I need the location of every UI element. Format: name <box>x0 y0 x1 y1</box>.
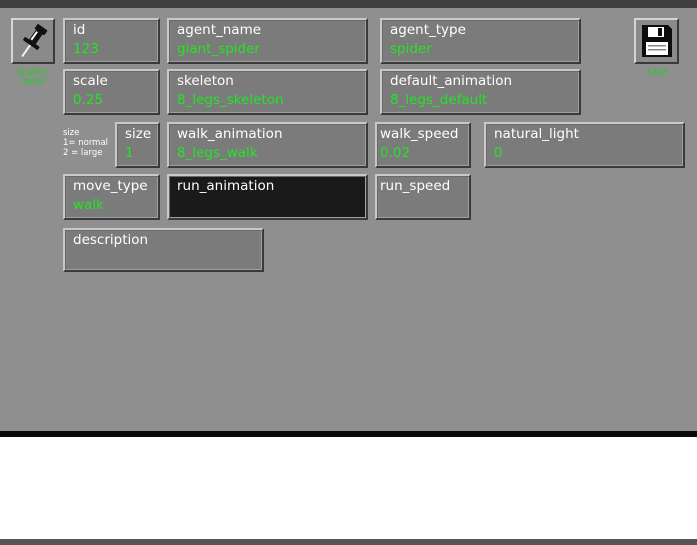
natural-light-field[interactable]: natural_light 0 <box>484 122 685 168</box>
id-field[interactable]: id 123 <box>63 18 160 64</box>
walk-speed-field[interactable]: walk_speed 0.02 <box>375 122 471 168</box>
run-speed-field[interactable]: run_speed <box>375 174 471 220</box>
move-type-label: move_type <box>73 178 148 194</box>
size-hint-line3: 2 = large <box>63 148 103 158</box>
id-value: 123 <box>73 41 99 57</box>
description-field[interactable]: description <box>63 228 264 272</box>
default-animation-field[interactable]: default_animation 8_legs_default <box>380 69 581 115</box>
scale-label: scale <box>73 73 108 89</box>
walk-animation-field[interactable]: walk_animation 8_legs_walk <box>167 122 368 168</box>
description-label: description <box>73 232 149 248</box>
default-animation-value: 8_legs_default <box>390 92 488 108</box>
floppy-disk-icon <box>642 25 672 57</box>
skeleton-label: skeleton <box>177 73 234 89</box>
size-hint-line2: 1= normal <box>63 138 109 148</box>
panel-bottom-border <box>0 431 697 437</box>
pushpin-icon <box>21 24 48 58</box>
scale-value: 0.25 <box>73 92 104 108</box>
walk-animation-value: 8_legs_walk <box>177 145 258 161</box>
skeleton-field[interactable]: skeleton 8_legs_skeleton <box>167 69 368 115</box>
search-caption-line1: SEARCH <box>16 68 50 77</box>
save-button[interactable] <box>634 18 679 64</box>
search-button[interactable] <box>11 18 55 64</box>
save-caption: SAVE <box>647 68 668 77</box>
default-animation-label: default_animation <box>390 73 513 89</box>
footer-bar <box>0 539 697 545</box>
size-label: size <box>125 126 152 142</box>
top-bar <box>0 0 697 8</box>
run-animation-field[interactable]: run_animation <box>167 174 368 220</box>
walk-speed-value: 0.02 <box>380 145 411 161</box>
natural-light-value: 0 <box>494 145 503 161</box>
size-field[interactable]: size 1 <box>115 122 160 168</box>
natural-light-label: natural_light <box>494 126 579 142</box>
walk-animation-label: walk_animation <box>177 126 283 142</box>
move-type-value: walk <box>73 197 104 213</box>
run-animation-label: run_animation <box>177 178 275 194</box>
agent-type-label: agent_type <box>390 22 466 38</box>
move-type-field[interactable]: move_type walk <box>63 174 160 220</box>
agent-type-field[interactable]: agent_type spider <box>380 18 581 64</box>
skeleton-value: 8_legs_skeleton <box>177 92 284 108</box>
agent-type-value: spider <box>390 41 432 57</box>
id-label: id <box>73 22 86 38</box>
agent-name-value: giant_spider <box>177 41 260 57</box>
run-speed-label: run_speed <box>380 178 451 194</box>
search-caption-line2: (NEW) <box>20 77 46 86</box>
agent-name-label: agent_name <box>177 22 262 38</box>
size-value: 1 <box>125 145 134 161</box>
scale-field[interactable]: scale 0.25 <box>63 69 160 115</box>
agent-name-field[interactable]: agent_name giant_spider <box>167 18 368 64</box>
size-hint-line1: size <box>63 128 80 138</box>
walk-speed-label: walk_speed <box>380 126 459 142</box>
